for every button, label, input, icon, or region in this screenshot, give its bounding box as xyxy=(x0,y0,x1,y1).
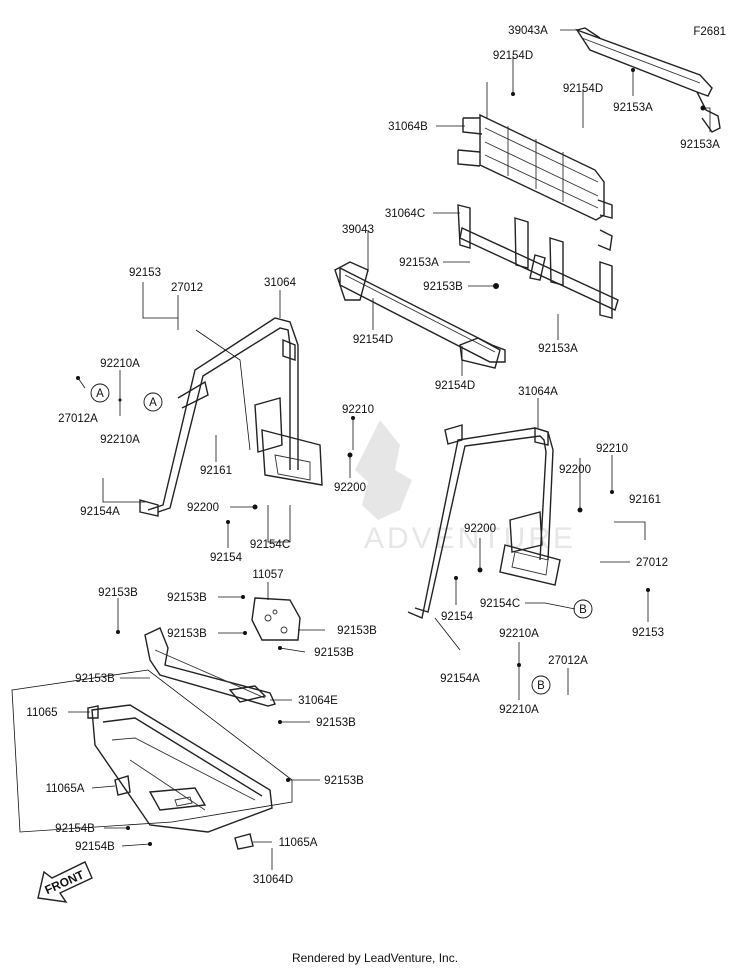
part-label: 92161 xyxy=(200,465,232,477)
part-label: 92153B xyxy=(167,628,207,640)
part-label: 92153B xyxy=(314,647,354,659)
part-label: 92200 xyxy=(464,523,496,535)
part-label: 92161 xyxy=(629,494,661,506)
part-label: 39043A xyxy=(508,25,548,37)
part-label: 92153A xyxy=(613,102,653,114)
part-label: 92153B xyxy=(423,281,463,293)
part-label: 92154 xyxy=(210,552,243,564)
part-label: 92153B xyxy=(337,625,377,637)
part-label: 39043 xyxy=(342,224,374,236)
part-label: 92154C xyxy=(250,539,290,551)
part-label: 92210A xyxy=(499,704,539,716)
rops-left xyxy=(139,317,323,517)
watermark-text: ADVENTURE xyxy=(364,522,576,555)
footer-credit: Rendered by LeadVenture, Inc. xyxy=(292,951,458,965)
part-label: 31064D xyxy=(253,874,293,886)
part-artwork xyxy=(11,27,721,903)
front-bumper xyxy=(87,704,273,850)
bumper-group-outline xyxy=(11,669,293,833)
part-label: 92154D xyxy=(435,380,475,392)
part-label: 92153A xyxy=(399,257,439,269)
part-label: 92154 xyxy=(441,611,474,623)
part-label: 92200 xyxy=(334,482,366,494)
part-label: 92153B xyxy=(167,592,207,604)
svg-text:A: A xyxy=(96,388,104,400)
part-label: 92154D xyxy=(563,83,603,95)
part-label: 92210A xyxy=(100,358,140,370)
part-label: 31064C xyxy=(385,208,425,220)
part-label: 92153B xyxy=(324,775,364,787)
part-label: 11057 xyxy=(252,569,283,581)
rops-right xyxy=(407,424,561,619)
part-label: 92153A xyxy=(680,139,720,151)
front-arrow xyxy=(37,861,93,903)
svg-text:B: B xyxy=(579,604,587,616)
part-label: 92154D xyxy=(353,334,393,346)
part-label: 27012A xyxy=(548,655,588,667)
part-label: 92210A xyxy=(100,434,140,446)
part-label: 31064E xyxy=(298,695,338,707)
part-label: 92153 xyxy=(632,627,664,639)
part-label: 92154D xyxy=(493,50,533,62)
part-label: 92154C xyxy=(480,598,520,610)
part-label: 31064B xyxy=(388,121,428,133)
ref-marker-b-1: B xyxy=(573,599,593,619)
crossbar-lower xyxy=(334,261,506,369)
rear-rail-guard xyxy=(457,113,613,251)
part-label: 11065 xyxy=(26,707,57,719)
part-labels: 39043A 92154D 92154D 92153A 92153A 31064… xyxy=(26,25,720,886)
part-label: 92154B xyxy=(75,841,115,853)
bracket-bar xyxy=(457,204,619,319)
part-label: 92210A xyxy=(499,628,539,640)
part-label: 31064A xyxy=(518,386,558,398)
part-label: 92153B xyxy=(98,587,138,599)
ref-marker-a-2: A xyxy=(143,392,163,412)
figure-code: F2681 xyxy=(693,26,726,38)
watermark: ADVENTURE xyxy=(355,420,576,555)
part-label: 27012 xyxy=(171,282,203,294)
part-label: 92154B xyxy=(55,823,95,835)
svg-text:B: B xyxy=(537,680,545,692)
crossbar-top xyxy=(575,27,721,133)
part-label: 92154A xyxy=(440,673,480,685)
part-label: 92200 xyxy=(187,502,219,514)
lower-bar xyxy=(144,627,276,707)
part-label: 92210 xyxy=(596,443,628,455)
part-label: 11065A xyxy=(279,837,318,849)
reference-markers: A A B B xyxy=(90,383,593,695)
ref-marker-a-1: A xyxy=(90,383,110,403)
leader-lines xyxy=(68,29,711,870)
hardware-dots xyxy=(76,68,706,846)
part-label: 92153B xyxy=(75,673,115,685)
part-label: 27012 xyxy=(636,557,668,569)
part-label: 92153B xyxy=(316,717,356,729)
part-label: 27012A xyxy=(58,413,98,425)
part-label: 92200 xyxy=(559,464,591,476)
part-label: 11065A xyxy=(46,783,85,795)
ref-marker-b-2: B xyxy=(531,675,551,695)
part-label: 92153 xyxy=(129,267,161,279)
part-label: 92154A xyxy=(80,506,120,518)
svg-text:A: A xyxy=(149,397,157,409)
part-label: 92210 xyxy=(342,404,374,416)
part-label: 31064 xyxy=(264,277,297,289)
mounting-plate xyxy=(251,597,301,641)
part-label: 92153A xyxy=(538,343,578,355)
